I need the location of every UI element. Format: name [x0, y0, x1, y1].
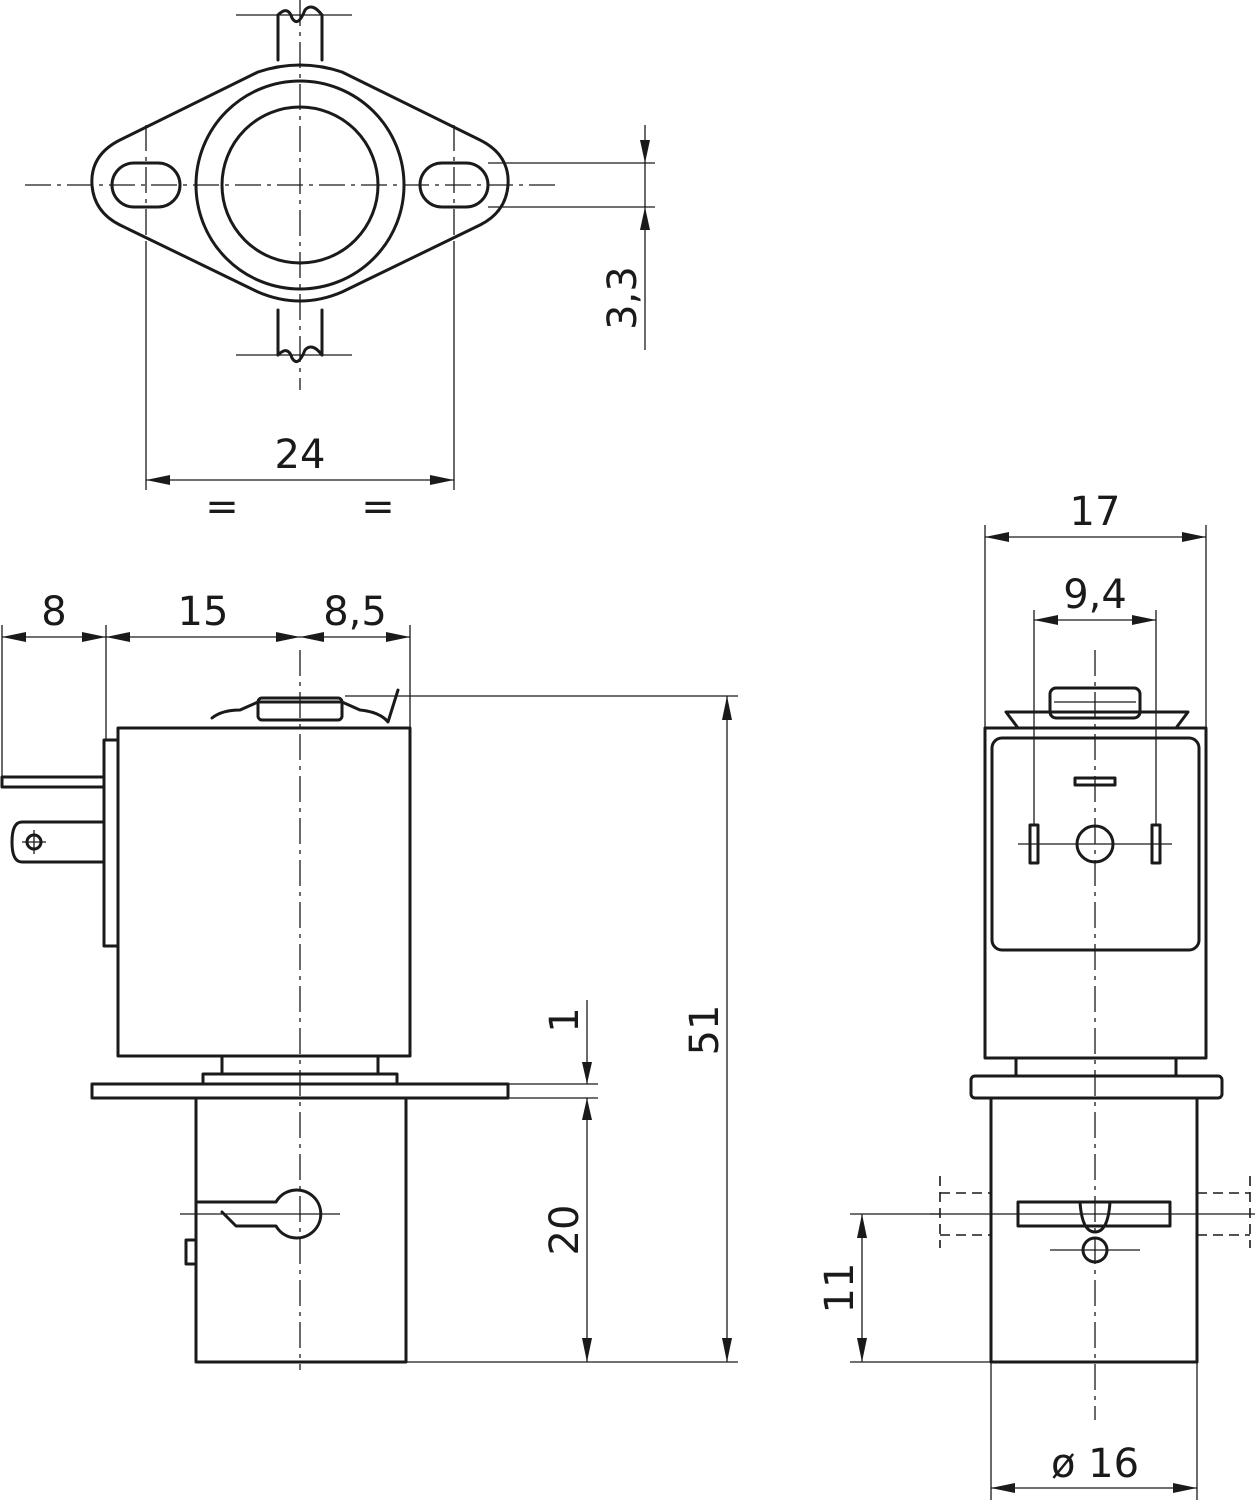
side-coil-body	[116, 726, 412, 1058]
dim-9-4: 9,4	[1063, 572, 1127, 618]
dim-3-3: 3,3	[600, 266, 646, 330]
dim-51: 51	[682, 1005, 728, 1056]
dim-17: 17	[1070, 489, 1121, 535]
bottom-port-stub	[236, 308, 352, 364]
top-port-stub	[236, 5, 352, 62]
equal-mark-right: =	[361, 484, 395, 530]
dim-11: 11	[817, 1263, 863, 1314]
dim-8-5: 8,5	[323, 589, 387, 635]
side-view: 8 15 8,5 51 1 20	[0, 589, 738, 1370]
front-top-clip	[1004, 710, 1190, 730]
top-view: 24 = = 3,3	[25, 0, 655, 530]
side-keyhole	[180, 1188, 340, 1266]
equal-mark-left: =	[205, 484, 239, 530]
side-connector	[0, 738, 120, 948]
side-lower-body	[194, 1096, 408, 1364]
side-top-clip	[210, 688, 400, 724]
front-port-dashed	[930, 1176, 1255, 1248]
front-view: 17 9,4 11 ø 16	[817, 489, 1255, 1500]
dim-20: 20	[542, 1205, 588, 1256]
dim-8: 8	[41, 589, 66, 635]
dim-1: 1	[542, 1007, 588, 1032]
dim-24: 24	[275, 432, 326, 478]
front-flange-plate	[969, 1074, 1224, 1100]
front-lower-body	[989, 1096, 1199, 1364]
dim-diameter-16: ø 16	[1051, 1441, 1139, 1487]
front-neck	[1014, 1056, 1178, 1078]
dim-15: 15	[178, 589, 229, 635]
